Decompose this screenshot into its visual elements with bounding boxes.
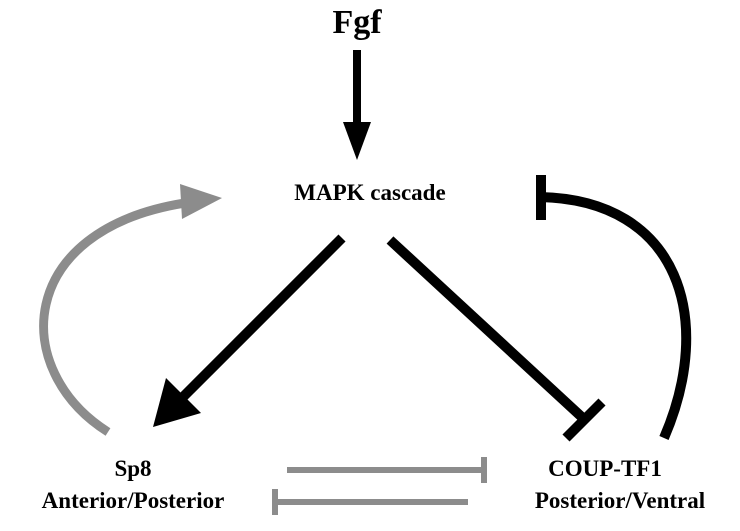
node-coup-sublabel: Posterior/Ventral <box>535 488 705 513</box>
node-sp8-label: Sp8 <box>114 456 151 481</box>
edge-mapk-inhibits-coup <box>386 236 606 442</box>
edge-fgf-to-mapk <box>343 50 371 160</box>
edge-sp8-to-mapk <box>39 184 222 436</box>
edge-sp8-inhibits-coup <box>287 457 487 483</box>
node-fgf-label: Fgf <box>332 4 382 41</box>
edge-coup-inhibits-mapk <box>536 175 692 440</box>
node-coup-label: COUP-TF1 <box>548 456 662 481</box>
node-mapk-label: MAPK cascade <box>294 180 445 205</box>
edge-mapk-to-sp8 <box>153 234 346 427</box>
node-sp8-sublabel: Anterior/Posterior <box>42 488 225 513</box>
edge-coup-inhibits-sp8 <box>272 489 468 515</box>
